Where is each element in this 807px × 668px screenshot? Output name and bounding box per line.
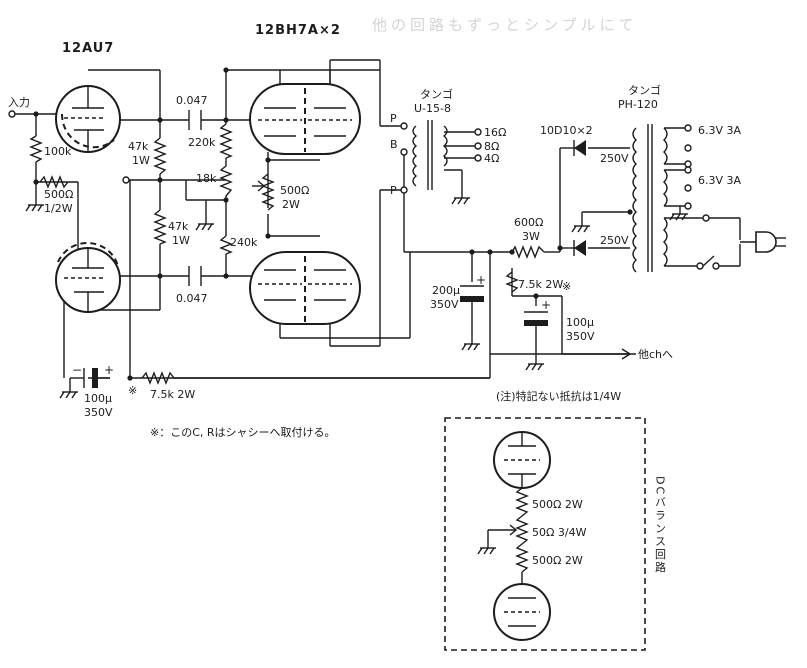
label-47k-a: 47k	[128, 140, 149, 153]
label-600: 600Ω	[514, 216, 543, 229]
opt-terminal-p2: P	[390, 184, 397, 197]
resistor-220k	[219, 123, 233, 159]
svg-text:+: +	[104, 363, 114, 377]
asterisk-left: ※	[128, 384, 137, 397]
dc-balance-box	[444, 417, 646, 651]
resistor-500-cathode	[39, 175, 69, 189]
other-channel-label: 他chへ	[638, 348, 673, 361]
pt-heater1: 6.3V 3A	[698, 124, 742, 137]
ac-plug-icon	[755, 231, 786, 253]
label-c200: 200μ	[432, 284, 460, 297]
pt-heater2: 6.3V 3A	[698, 174, 742, 187]
label-500: 500Ω	[44, 188, 73, 201]
opt-tap-8: 8Ω	[484, 140, 499, 153]
label-c047-bottom: 0.047	[176, 292, 208, 305]
tube-12bh7a-upper	[249, 83, 361, 155]
label-c100-right: 100μ	[566, 316, 594, 329]
power-transformer	[632, 124, 762, 273]
label-18k: 18k	[196, 172, 217, 185]
ground-symbol-grid-icon	[195, 223, 214, 231]
opt-model: U-15-8	[414, 102, 451, 115]
diode-lower-icon	[573, 240, 586, 256]
junction-dots	[8, 67, 633, 381]
pt-maker: タンゴ	[628, 83, 661, 97]
asterisk-right: ※	[562, 280, 571, 293]
opt-terminal-b: B	[390, 138, 398, 151]
faded-header-text: 他の回路もずっとシンプルにて	[372, 16, 638, 34]
label-47k-b: 47k	[168, 220, 189, 233]
capacitor-0047-upper	[188, 110, 202, 130]
capacitor-100u-right: +	[524, 298, 551, 346]
label-220k: 220k	[188, 136, 216, 149]
ground-symbol-heater-icon	[669, 213, 688, 221]
ground-symbol-filter-icon	[461, 343, 480, 351]
label-47k-b-w: 1W	[172, 234, 190, 247]
label-100k: 100k	[44, 145, 72, 158]
output-transformer	[400, 120, 482, 198]
capacitor-200u: +	[460, 273, 486, 302]
pot-500-balance	[252, 173, 275, 211]
resistor-47k-upper	[153, 137, 167, 175]
svg-text:+: +	[541, 298, 551, 312]
label-pot500-w: 2W	[282, 198, 300, 211]
tube-12au7-lower	[55, 241, 121, 313]
opt-terminal-p1: P	[390, 112, 397, 125]
label-7-5k-left: 7.5k 2W	[150, 388, 195, 401]
ground-symbol-left-icon	[59, 391, 78, 399]
ground-symbol-opt-icon	[451, 197, 470, 205]
ground-symbol-pt-icon	[571, 225, 590, 233]
svg-text:−: −	[72, 363, 82, 377]
label-500-w: 1/2W	[44, 202, 73, 215]
diode-upper-icon	[573, 140, 586, 156]
arrow-other-channel-icon	[490, 348, 632, 360]
label-c200-v: 350V	[430, 298, 459, 311]
pt-hv-bottom: 250V	[600, 234, 629, 247]
resistor-7-5k-right	[505, 271, 519, 293]
label-c100-left: 100μ	[84, 392, 112, 405]
resistor-600	[511, 245, 545, 259]
label-47k-a-w: 1W	[132, 154, 150, 167]
label-600-w: 3W	[522, 230, 540, 243]
ground-symbol-input-icon	[25, 204, 44, 212]
opt-tap-4: 4Ω	[484, 152, 499, 165]
capacitor-0047-lower	[188, 266, 202, 286]
opt-maker: タンゴ	[420, 87, 453, 101]
svg-text:+: +	[476, 273, 486, 287]
tube-12bh7a-lower	[249, 251, 361, 325]
dc-balance-title: DCバランス回路	[654, 476, 667, 574]
label-240k: 240k	[230, 236, 258, 249]
tube-12au7-upper	[55, 85, 121, 153]
pt-model: PH-120	[618, 98, 658, 111]
resistor-100k	[29, 135, 43, 163]
input-label: 入力	[8, 96, 30, 109]
opt-tap-16: 16Ω	[484, 126, 506, 139]
pt-rectifier: 10D10×2	[540, 124, 593, 137]
resistor-7-5k-left	[141, 371, 175, 385]
chassis-note: ※：このC, Rはシャシーへ取付ける。	[150, 426, 336, 439]
label-c100-right-v: 350V	[566, 330, 595, 343]
resistor-18k	[219, 165, 233, 197]
label-pot500: 500Ω	[280, 184, 309, 197]
dc-balance-pot: 50Ω 3/4W	[532, 526, 587, 539]
dc-balance-r-bottom: 500Ω 2W	[532, 554, 583, 567]
dc-balance-r-top: 500Ω 2W	[532, 498, 583, 511]
label-7-5k-right: 7.5k 2W	[518, 278, 563, 291]
label-c100-left-v: 350V	[84, 406, 113, 419]
resistor-note: (注)特記ない抵抗は1/4W	[496, 389, 621, 403]
tube-label-12au7: 12AU7	[62, 41, 114, 56]
resistor-240k	[219, 235, 233, 255]
pt-hv-top: 250V	[600, 152, 629, 165]
resistor-47k-lower	[153, 209, 167, 245]
ground-symbol-right-icon	[525, 363, 544, 371]
capacitor-100u-left: + −	[72, 363, 114, 388]
label-c047-top: 0.047	[176, 94, 208, 107]
tube-label-12bh7a: 12BH7A×2	[255, 23, 341, 38]
